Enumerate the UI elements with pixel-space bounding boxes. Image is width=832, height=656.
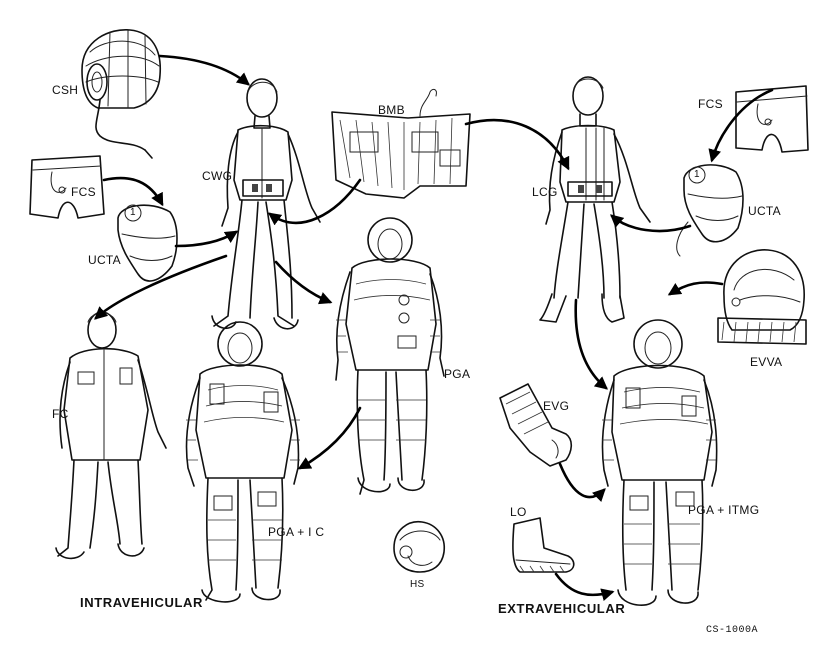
label-pga-itmg: PGA + ITMG	[688, 503, 760, 517]
label-csh: CSH	[52, 83, 79, 97]
lcg-figure-drawing	[539, 76, 651, 323]
csh-helmet-drawing	[81, 29, 162, 159]
bmb-belt-drawing	[331, 88, 471, 199]
arrow-evva-to-pga-itmg	[667, 281, 724, 296]
label-figure-code: CS-1000A	[706, 625, 759, 636]
label-cwg: CWG	[202, 169, 233, 183]
evva-visor-drawing	[717, 249, 807, 345]
arrow-fcs-to-ucta-left	[102, 176, 164, 207]
label-lo: LO	[510, 505, 527, 519]
label-evva: EVVA	[750, 355, 783, 369]
badge-ucta-left: 1	[130, 207, 136, 218]
badge-ucta-right: 1	[694, 169, 700, 180]
arrow-lo-to-pga-itmg	[554, 572, 615, 602]
pga-ic-figure-drawing	[185, 321, 300, 603]
label-hs: HS	[410, 579, 425, 590]
arrow-cwg-to-fc	[94, 254, 228, 320]
arrow-pga-to-pga-ic	[297, 406, 362, 470]
evg-glove-drawing	[499, 383, 573, 467]
ucta-right-drawing	[676, 164, 744, 257]
label-lcg: LCG	[532, 185, 558, 199]
hs-headset-drawing	[393, 521, 446, 573]
label-evg: EVG	[543, 399, 570, 413]
pga-itmg-figure-drawing	[601, 319, 718, 606]
label-ucta-right: UCTA	[748, 204, 781, 218]
fcs-right-drawing	[735, 85, 809, 153]
arrow-ucta-to-lcg	[610, 214, 692, 233]
label-intravehicular: INTRAVEHICULAR	[80, 595, 203, 610]
fc-figure-drawing	[55, 311, 167, 560]
arrow-evg-to-pga-itmg	[558, 462, 606, 502]
ucta-left-drawing	[117, 204, 178, 282]
pga-figure-drawing	[335, 217, 445, 495]
label-extravehicular: EXTRAVEHICULAR	[498, 601, 626, 616]
arrow-lcg-to-pga-itmg	[574, 298, 608, 390]
arrow-bmb-to-cwg	[267, 178, 362, 226]
fcs-left-drawing	[29, 155, 105, 219]
lo-boot-drawing	[512, 517, 575, 573]
label-pga: PGA	[444, 367, 471, 381]
label-ucta-left: UCTA	[88, 253, 121, 267]
label-bmb: BMB	[378, 103, 405, 117]
arrow-cwg-to-pga	[274, 260, 333, 305]
label-fcs-left: FCS	[71, 185, 96, 199]
label-fc: FC	[52, 407, 69, 421]
arrow-ucta-to-cwg	[174, 230, 239, 248]
flow-arrows	[94, 54, 774, 602]
arrow-bmb-to-lcg	[464, 118, 570, 171]
cwg-figure-drawing	[211, 78, 321, 330]
arrow-fcs-to-ucta-right	[708, 88, 774, 163]
label-fcs-right: FCS	[698, 97, 723, 111]
label-pga-ic: PGA + I C	[268, 525, 325, 539]
arrow-csh-to-cwg	[158, 54, 251, 86]
